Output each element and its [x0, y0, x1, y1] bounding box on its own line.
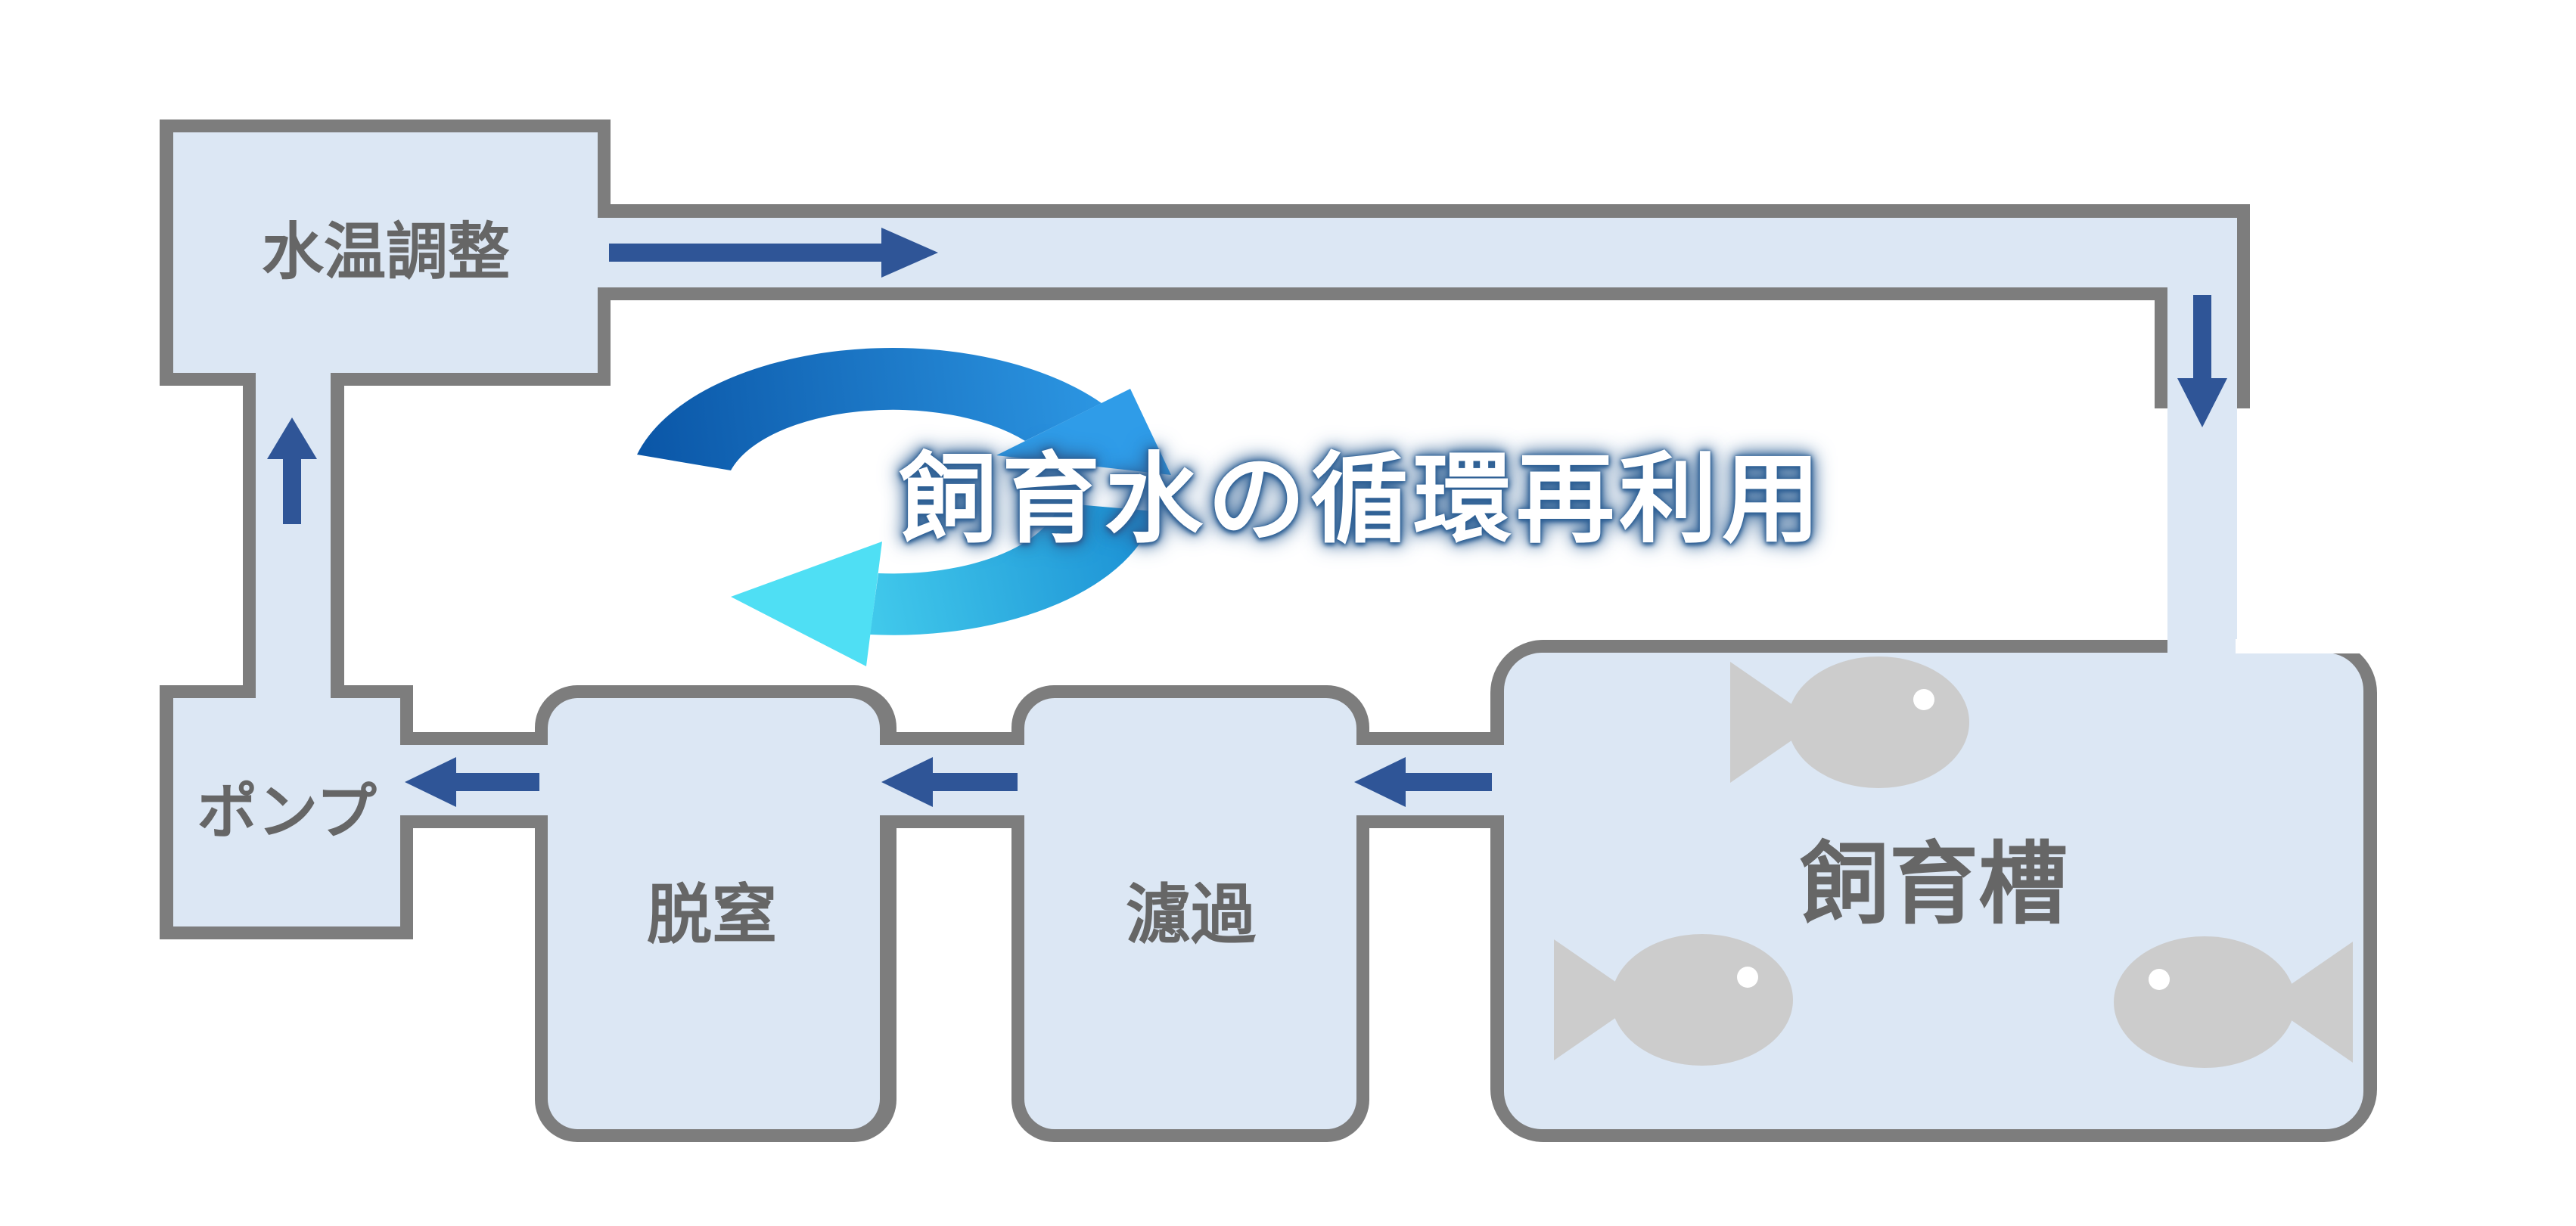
fish-icon — [1730, 656, 1969, 788]
flow-arrow-down-icon — [2177, 295, 2227, 427]
temperature-box-fill — [173, 132, 598, 373]
filtration-box-label: 濾過 — [1126, 879, 1256, 951]
flow-arrow-left-denitrification-to-pump-icon — [405, 757, 539, 807]
fish-icon — [2114, 936, 2353, 1068]
tank-box-label: 飼育槽 — [1799, 835, 2068, 935]
diagram-title: 飼育水の循環再利用 — [898, 444, 1826, 554]
temperature-box-label: 水温調整 — [261, 218, 511, 287]
denitrification-box-label: 脱窒 — [647, 879, 777, 951]
flow-arrow-left-filtration-to-denitrification-icon — [881, 757, 1018, 807]
flow-arrow-right-icon — [609, 228, 938, 278]
pump-box-fill — [173, 698, 400, 926]
cycle-arrows-icon — [637, 347, 1171, 666]
flow-arrow-up-icon — [267, 417, 317, 524]
tank-open-top-gap — [2236, 639, 2363, 653]
fish-icon — [1554, 934, 1793, 1066]
pump-box-label: ポンプ — [197, 778, 377, 846]
flow-arrow-left-tank-to-filtration-icon — [1354, 757, 1492, 807]
